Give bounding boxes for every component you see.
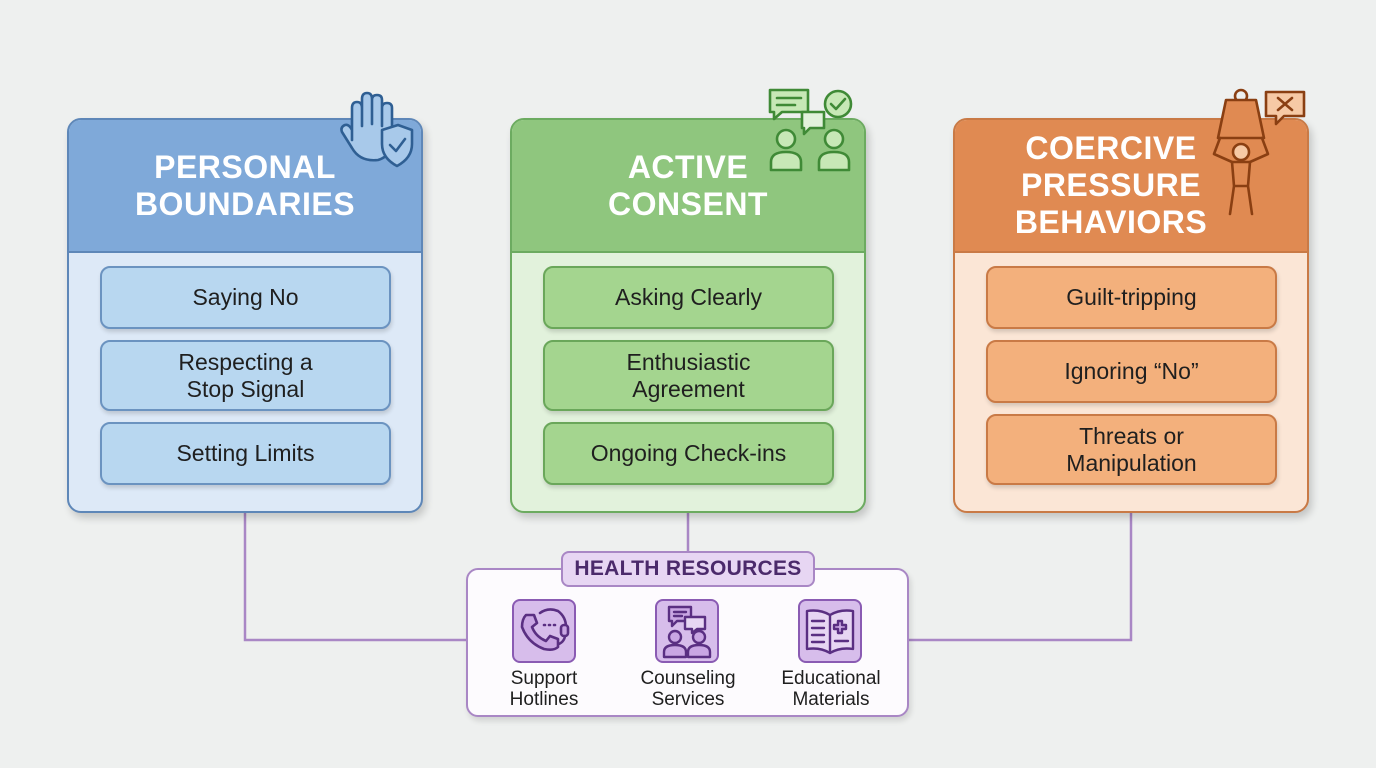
- counseling-people-icon: [655, 599, 719, 663]
- coercive-pressure-card: COERCIVE PRESSURE BEHAVIORS Guilt-trippi…: [953, 118, 1309, 513]
- list-item: Ignoring “No”: [986, 340, 1277, 403]
- raised-hand-shield-icon: [340, 91, 414, 168]
- list-item: Asking Clearly: [543, 266, 834, 329]
- people-chat-check-icon: [768, 88, 853, 172]
- list-item: Guilt-tripping: [986, 266, 1277, 329]
- active-consent-card: ACTIVE CONSENT Asking Clearly Enthusiast…: [510, 118, 866, 513]
- support-hotlines-label: Support Hotlines: [509, 668, 579, 710]
- person-weight-x-icon: [1212, 88, 1306, 216]
- card-title: ACTIVE CONSENT: [608, 148, 768, 222]
- list-item: Enthusiastic Agreement: [543, 340, 834, 411]
- card-title: COERCIVE PRESSURE BEHAVIORS: [1014, 130, 1208, 240]
- list-item: Saying No: [100, 266, 391, 329]
- health-resources-title: HEALTH RESOURCES: [561, 551, 815, 587]
- phone-headset-icon: [512, 599, 576, 663]
- list-item: Threats or Manipulation: [986, 414, 1277, 485]
- card-title: PERSONAL BOUNDARIES: [134, 148, 356, 222]
- active-consent-header: ACTIVE CONSENT: [512, 120, 864, 253]
- list-item: Setting Limits: [100, 422, 391, 485]
- open-book-cross-icon: [798, 599, 862, 663]
- list-item: Ongoing Check-ins: [543, 422, 834, 485]
- counseling-services-label: Counseling Services: [640, 668, 736, 710]
- personal-boundaries-card: PERSONAL BOUNDARIES Saying No Respecting…: [67, 118, 423, 513]
- list-item: Respecting a Stop Signal: [100, 340, 391, 411]
- educational-materials-label: Educational Materials: [781, 668, 881, 710]
